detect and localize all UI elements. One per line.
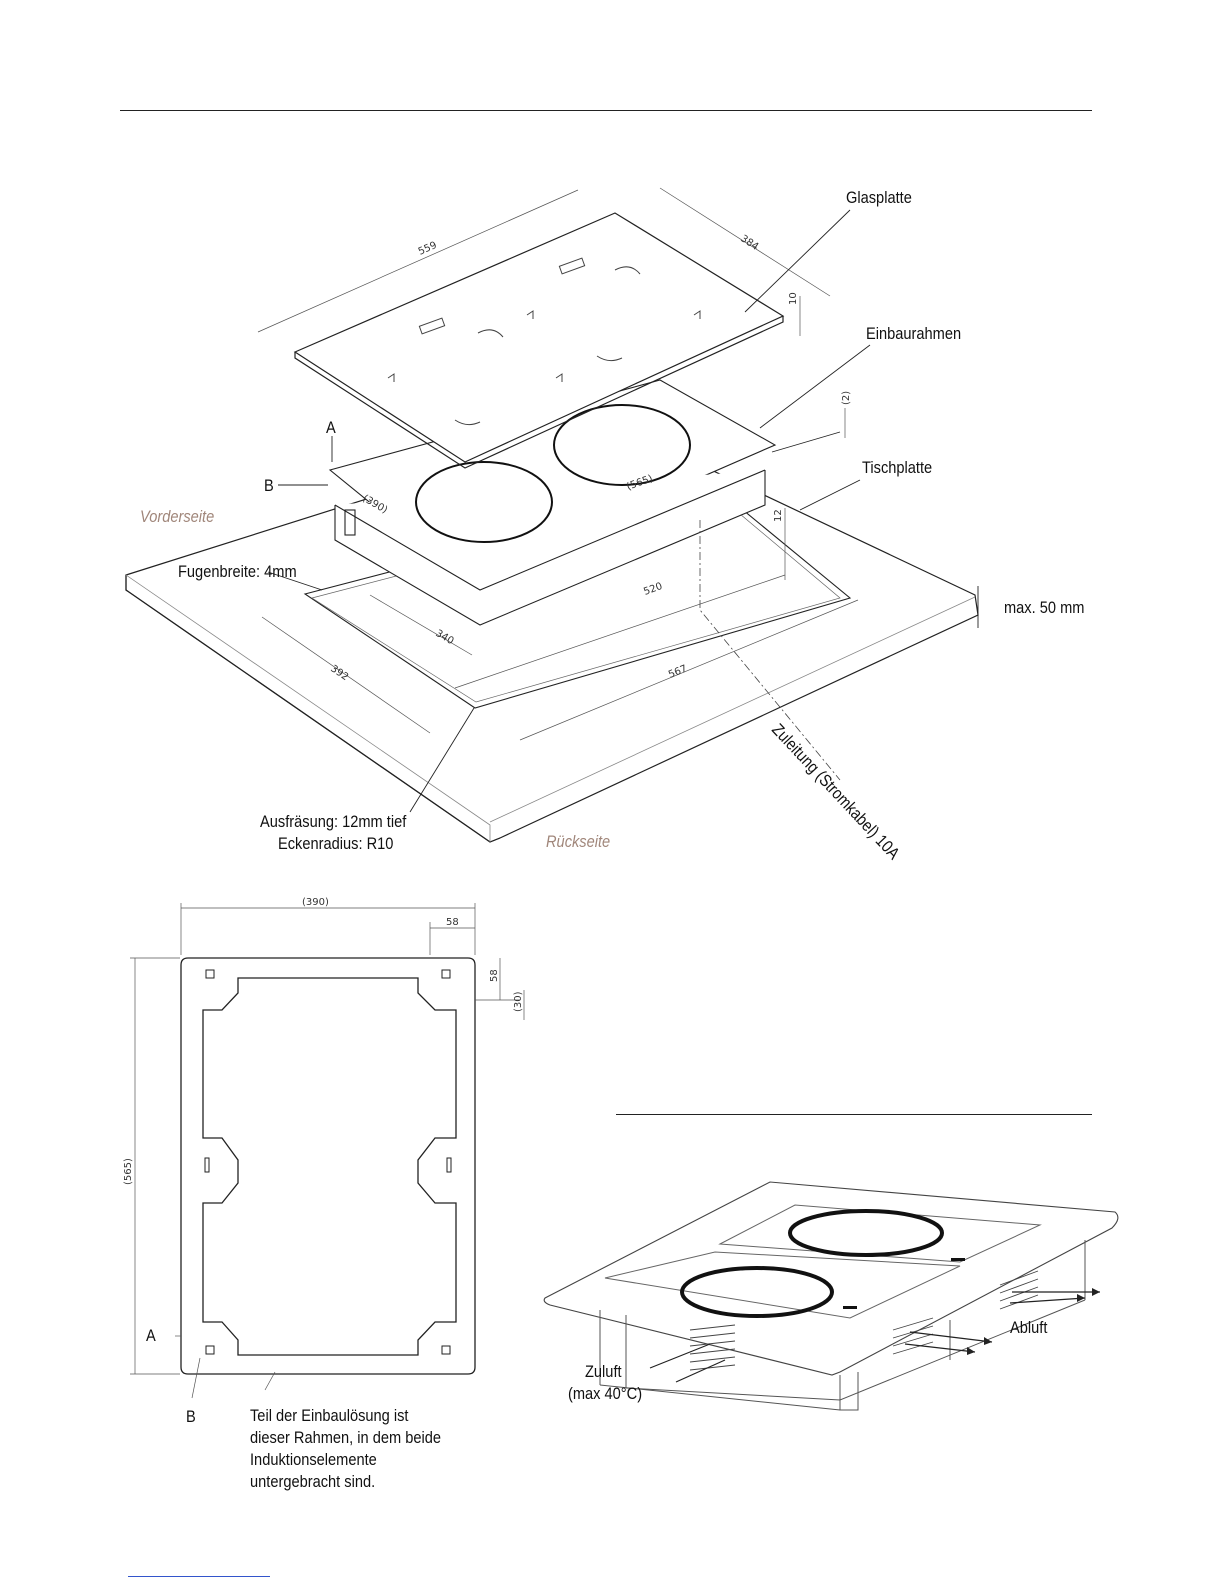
dim-2: (2) [841, 391, 852, 405]
airflow-arrows [649, 1291, 1100, 1383]
hob-cooking-surfaces [604, 1204, 1042, 1319]
airflow-arrowheads [967, 1288, 1100, 1355]
frame-dim-58b: 58 [489, 969, 500, 982]
label-einbaurahmen: Einbaurahmen [866, 324, 962, 343]
label-b-top: B [264, 476, 274, 495]
frame-dim-height: (565) [123, 1158, 134, 1185]
frame-note-line-2: dieser Rahmen, in dem beide [250, 1428, 441, 1447]
label-fugenbreite: Fugenbreite: 4mm [178, 562, 297, 581]
frame-note: Teil der Einbaulösung ist dieser Rahmen,… [250, 1405, 441, 1493]
label-max-height: max. 50 mm [1004, 598, 1085, 617]
frame-dimensions [130, 903, 525, 1399]
induction-zones [415, 404, 691, 543]
countertop-dimensions [261, 574, 859, 741]
frame-label-b: B [186, 1407, 196, 1426]
frame-label-a: A [146, 1326, 156, 1345]
frame-note-line-1: Teil der Einbaulösung ist [250, 1406, 409, 1425]
label-glasplatte: Glasplatte [846, 188, 912, 207]
frame-note-line-3: Induktionselemente [250, 1450, 377, 1469]
frame-note-line-4: untergebracht sind. [250, 1472, 376, 1491]
glass-plate [293, 212, 785, 469]
hob-induction-rings [680, 1209, 944, 1318]
label-vorderseite: Vorderseite [140, 507, 215, 526]
label-ausfraesung: Ausfräsung: 12mm tief [260, 812, 407, 831]
frame-dim-width: (390) [302, 897, 329, 908]
frame-slots [204, 969, 452, 1355]
glass-dimensions [257, 187, 846, 580]
hob-body [599, 1240, 1086, 1411]
leader-lines [267, 209, 979, 813]
label-rueckseite: Rückseite [546, 832, 611, 851]
label-eckenradius: Eckenradius: R10 [278, 834, 394, 853]
label-zuluft-temp: (max 40°C) [568, 1384, 643, 1403]
frame-dim-58a: 58 [446, 917, 459, 928]
frame-dim-30: (30) [513, 991, 524, 1012]
header-rule [120, 110, 1092, 111]
footer-link-underline[interactable] [128, 1576, 270, 1577]
vent-grilles [689, 1270, 1039, 1371]
dim-10: 10 [788, 292, 799, 305]
hob-control-dots [843, 1258, 965, 1309]
dim-12: 12 [773, 509, 784, 522]
section-rule [616, 1114, 1092, 1115]
frame-outline [180, 957, 476, 1375]
label-zuluft: Zuluft [585, 1362, 622, 1381]
label-tischplatte: Tischplatte [862, 458, 933, 477]
label-abluft: Abluft [1010, 1318, 1048, 1337]
power-cable-line [699, 520, 841, 781]
glass-plate-markings [387, 257, 701, 426]
label-a-top: A [326, 418, 336, 437]
